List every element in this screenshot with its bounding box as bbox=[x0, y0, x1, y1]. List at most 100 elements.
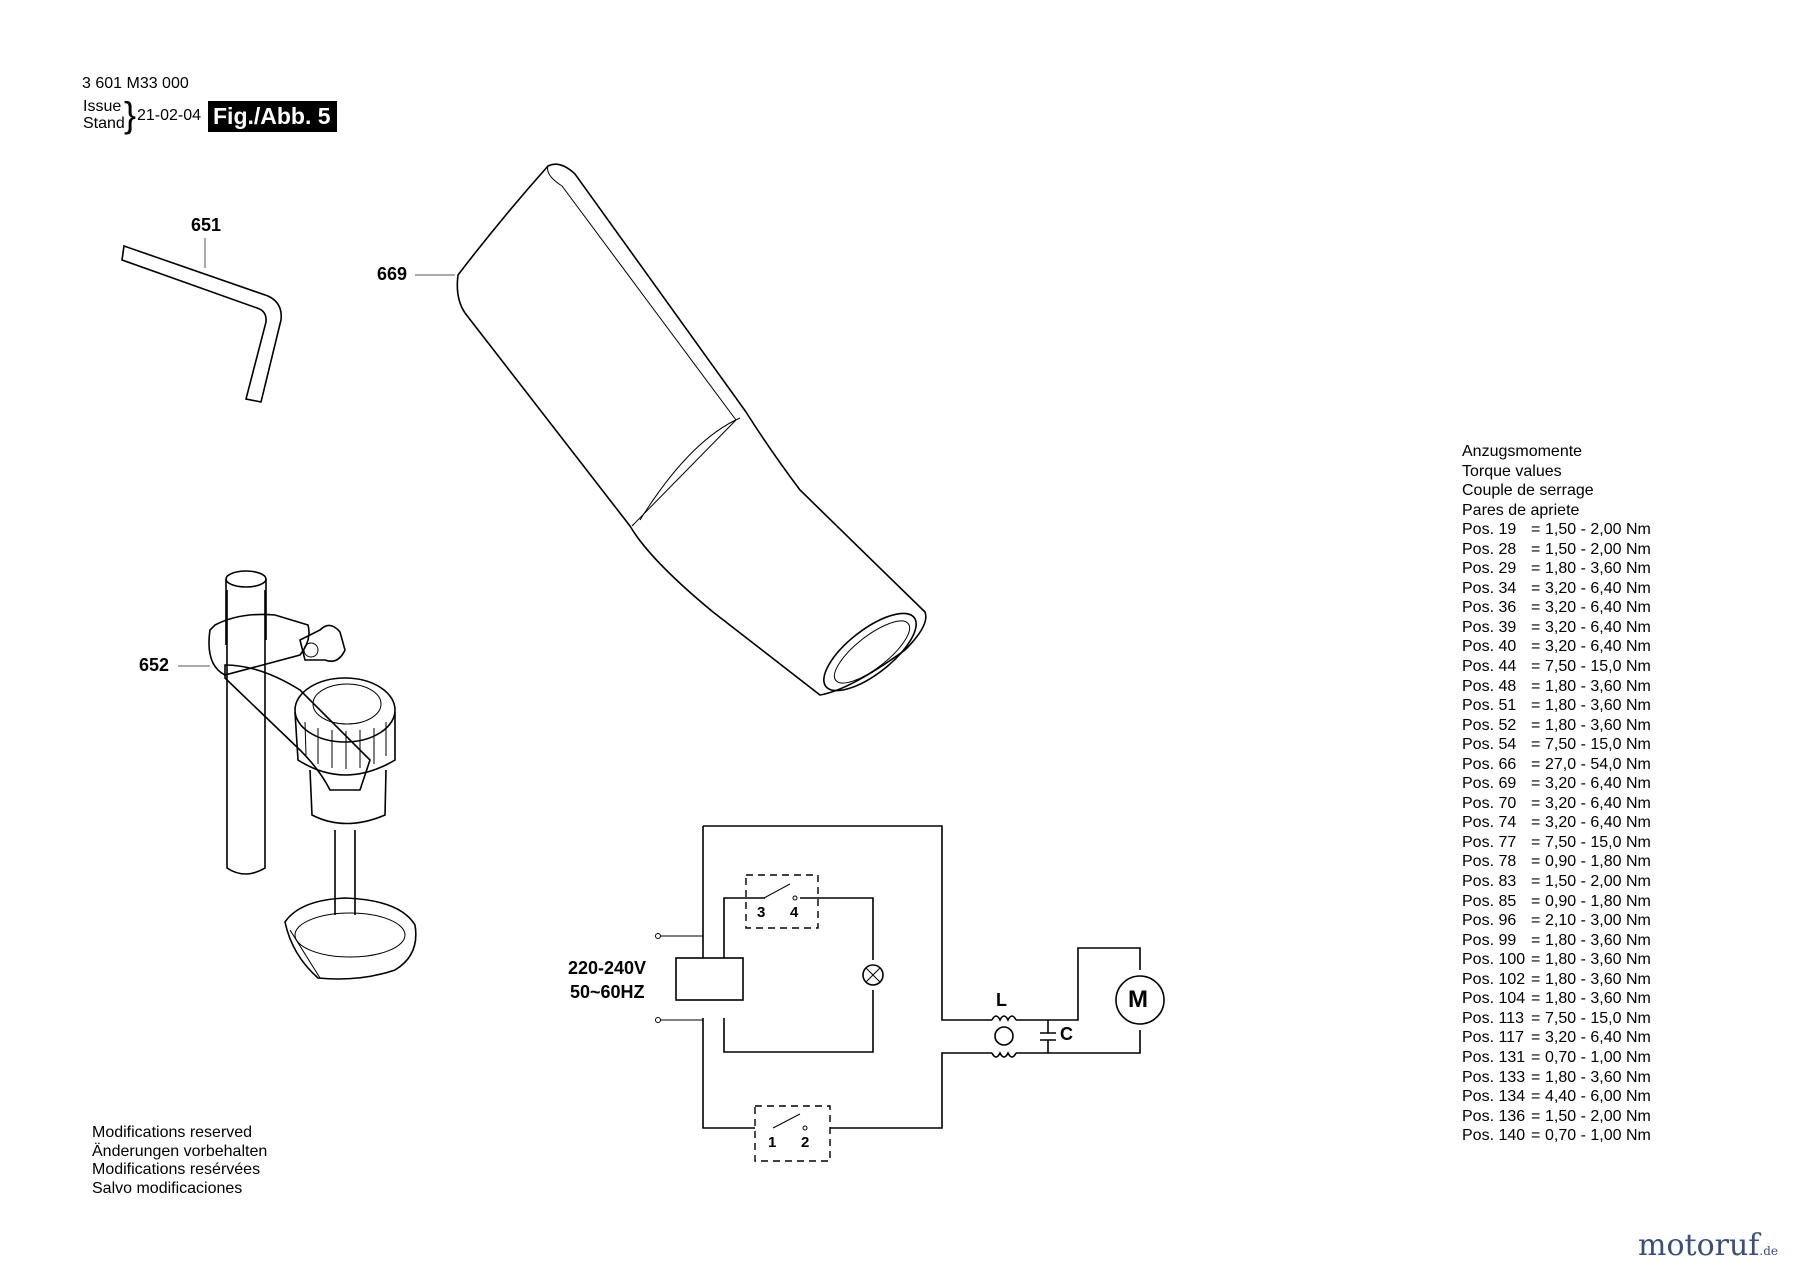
torque-value: 1,50 - 2,00 Nm bbox=[1545, 540, 1651, 558]
torque-value: 7,50 - 15,0 Nm bbox=[1545, 833, 1651, 851]
modifications-line: Modifications reserved bbox=[92, 1124, 253, 1141]
torque-value: 3,20 - 6,40 Nm bbox=[1545, 814, 1651, 832]
torque-value: 1,80 - 3,60 Nm bbox=[1545, 970, 1651, 988]
torque-value: 1,80 - 3,60 Nm bbox=[1545, 697, 1651, 715]
modifications-line: Salvo modificaciones bbox=[92, 1179, 243, 1197]
torque-title: Pares de apriete bbox=[1462, 501, 1580, 519]
torque-equals: = bbox=[1531, 716, 1541, 734]
torque-value: 7,50 - 15,0 Nm bbox=[1545, 736, 1651, 754]
torque-equals: = bbox=[1531, 833, 1541, 851]
torque-value: 0,70 - 1,00 Nm bbox=[1545, 1127, 1651, 1145]
switch-1-2 bbox=[754, 1105, 831, 1162]
torque-value: 3,20 - 6,40 Nm bbox=[1545, 579, 1651, 597]
torque-equals: = bbox=[1531, 755, 1541, 773]
torque-value: 1,50 - 2,00 Nm bbox=[1545, 521, 1651, 539]
torque-position: Pos. 69 bbox=[1462, 775, 1517, 793]
torque-row: Pos. 69=3,20 - 6,40 Nm bbox=[1462, 774, 1651, 794]
torque-row: Pos. 85=0,90 - 1,80 Nm bbox=[1462, 892, 1651, 912]
torque-row: Pos. 70=3,20 - 6,40 Nm bbox=[1462, 794, 1651, 814]
torque-position: Pos. 77 bbox=[1462, 833, 1517, 851]
torque-row: Pos. 133 =1,80 - 3,60 Nm bbox=[1462, 1068, 1651, 1088]
brand-name: motoruf bbox=[1638, 1228, 1760, 1263]
torque-position: Pos. 29 bbox=[1462, 560, 1517, 578]
torque-position: Pos. 34 bbox=[1462, 579, 1517, 597]
stand-label: Stand bbox=[83, 115, 125, 132]
torque-position: Pos. 133 bbox=[1462, 1068, 1526, 1086]
torque-equals: = bbox=[1531, 1029, 1541, 1047]
torque-value: 7,50 - 15,0 Nm bbox=[1545, 658, 1651, 676]
torque-row: Pos. 78 =0,90 - 1,80 Nm bbox=[1462, 852, 1651, 872]
torque-value: 1,80 - 3,60 Nm bbox=[1545, 931, 1651, 949]
voltage-label: 220-240V bbox=[568, 958, 647, 978]
torque-position: Pos. 85 bbox=[1462, 892, 1517, 910]
torque-equals: = bbox=[1531, 990, 1541, 1008]
torque-value: 3,20 - 6,40 Nm bbox=[1545, 618, 1651, 636]
torque-row: Pos. 100=1,80 - 3,60 Nm bbox=[1462, 950, 1651, 970]
torque-position: Pos. 78 bbox=[1462, 853, 1517, 871]
torque-position: Pos. 52 bbox=[1462, 716, 1517, 734]
torque-value: 7,50 - 15,0 Nm bbox=[1545, 1009, 1651, 1027]
torque-row: Pos. 66 =27,0 - 54,0 Nm bbox=[1462, 755, 1651, 775]
torque-position: Pos. 102 bbox=[1462, 970, 1526, 988]
torque-value: 1,80 - 3,60 Nm bbox=[1545, 1068, 1651, 1086]
clamp-drawing[interactable] bbox=[178, 570, 417, 980]
torque-value: 3,20 - 6,40 Nm bbox=[1545, 775, 1651, 793]
torque-row: Pos. 102=1,80 - 3,60 Nm bbox=[1462, 970, 1651, 990]
torque-position: Pos. 28 bbox=[1462, 540, 1517, 558]
inductor-symbol bbox=[994, 1026, 1014, 1046]
torque-title: Couple de serrage bbox=[1462, 482, 1594, 500]
part-number-651[interactable]: 651 bbox=[191, 215, 222, 235]
issue-label: Issue bbox=[83, 98, 122, 115]
torque-position: Pos. 113 bbox=[1462, 1009, 1524, 1027]
torque-row: Pos. 51=1,80 - 3,60 Nm bbox=[1462, 696, 1651, 716]
torque-position: Pos. 54 bbox=[1462, 736, 1517, 754]
torque-value: 27,0 - 54,0 Nm bbox=[1545, 755, 1651, 773]
torque-equals: = bbox=[1531, 1127, 1541, 1145]
motor-label: M bbox=[1128, 986, 1148, 1013]
torque-row: Pos. 36=3,20 - 6,40 Nm bbox=[1462, 598, 1651, 618]
torque-position: Pos. 19 bbox=[1462, 521, 1517, 539]
torque-position: Pos. 131 bbox=[1462, 1048, 1526, 1066]
torque-value: 3,20 - 6,40 Nm bbox=[1545, 794, 1651, 812]
torque-position: Pos. 104 bbox=[1462, 990, 1526, 1008]
torque-value: 0,90 - 1,80 Nm bbox=[1545, 853, 1651, 871]
brace: } bbox=[124, 94, 137, 135]
torque-equals: = bbox=[1531, 560, 1541, 578]
torque-position: Pos. 83 bbox=[1462, 873, 1517, 891]
brand-watermark: motoruf.de bbox=[1638, 1228, 1778, 1263]
torque-position: Pos. 134 bbox=[1462, 1088, 1526, 1106]
torque-equals: = bbox=[1531, 1048, 1541, 1066]
part-number-669[interactable]: 669 bbox=[377, 264, 408, 284]
torque-position: Pos. 100 bbox=[1462, 951, 1526, 969]
torque-position: Pos. 74 bbox=[1462, 814, 1517, 832]
torque-equals: = bbox=[1531, 618, 1541, 636]
part-number-652[interactable]: 652 bbox=[139, 655, 170, 675]
torque-equals: = bbox=[1531, 892, 1541, 910]
torque-equals: = bbox=[1531, 1009, 1541, 1027]
torque-value: 2,10 - 3,00 Nm bbox=[1545, 912, 1651, 930]
torque-equals: = bbox=[1531, 697, 1541, 715]
torque-equals: = bbox=[1531, 638, 1541, 656]
torque-equals: = bbox=[1531, 1068, 1541, 1086]
torque-row: Pos. 131=0,70 - 1,00 Nm bbox=[1462, 1048, 1651, 1068]
torque-equals: = bbox=[1531, 1088, 1541, 1106]
torque-value: 1,80 - 3,60 Nm bbox=[1545, 951, 1651, 969]
torque-row: Pos. 74=3,20 - 6,40 Nm bbox=[1462, 813, 1651, 833]
switch-top-label-4: 4 bbox=[790, 904, 799, 921]
torque-position: Pos. 66 bbox=[1462, 755, 1517, 773]
switch-bottom-label-2: 2 bbox=[801, 1134, 810, 1151]
suction-nozzle-drawing[interactable] bbox=[415, 163, 928, 704]
hex-key-drawing[interactable] bbox=[121, 238, 283, 403]
torque-value: 1,80 - 3,60 Nm bbox=[1545, 677, 1651, 695]
torque-equals: = bbox=[1531, 794, 1541, 812]
torque-equals: = bbox=[1531, 521, 1541, 539]
torque-equals: = bbox=[1531, 853, 1541, 871]
torque-value: 1,80 - 3,60 Nm bbox=[1545, 560, 1651, 578]
torque-position: Pos. 117 bbox=[1462, 1029, 1524, 1047]
torque-value: 1,80 - 3,60 Nm bbox=[1545, 990, 1651, 1008]
torque-row: Pos. 29 =1,80 - 3,60 Nm bbox=[1462, 559, 1651, 579]
switch-top-label-3: 3 bbox=[757, 904, 766, 921]
torque-equals: = bbox=[1531, 873, 1541, 891]
